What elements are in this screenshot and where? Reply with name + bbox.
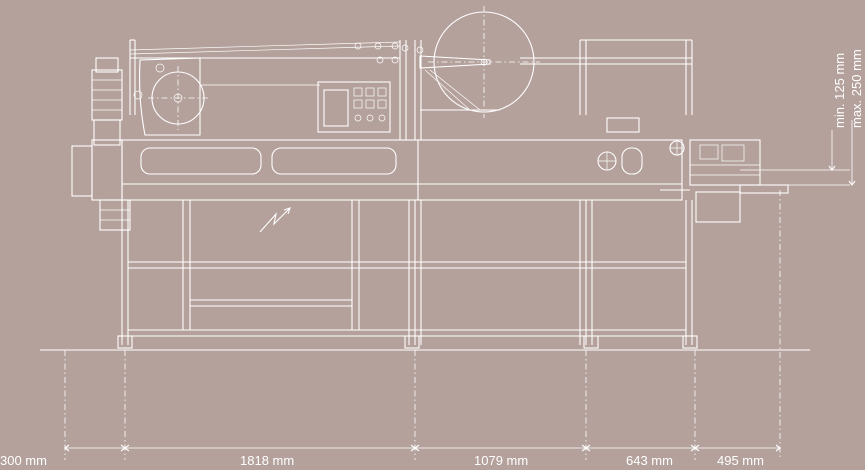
dimension-label-300: 300 mm (0, 453, 47, 468)
drive-motor (91, 57, 123, 146)
centre-lines (64, 190, 781, 460)
feed-unit (660, 139, 850, 223)
blower-unit (133, 57, 320, 136)
dimension-label-495: 495 mm (717, 453, 764, 468)
dimension-label-1079: 1079 mm (474, 453, 528, 468)
height-label-max: max. 250 mm (849, 49, 864, 128)
main-table-beam (71, 139, 685, 201)
control-panel (317, 81, 391, 133)
height-dimension-lines (828, 120, 856, 186)
dimension-label-1818: 1818 mm (240, 453, 294, 468)
sensor-box (606, 117, 640, 133)
tension-pulleys (354, 40, 424, 140)
horizontal-dimension-line (64, 444, 781, 452)
dimension-label-643: 643 mm (626, 453, 673, 468)
electrical-symbol (259, 207, 291, 233)
height-label-min: min. 125 mm (832, 53, 847, 128)
support-frame (117, 200, 698, 349)
top-frame (129, 39, 693, 115)
material-reel (419, 6, 540, 118)
gear-unit (99, 199, 131, 231)
